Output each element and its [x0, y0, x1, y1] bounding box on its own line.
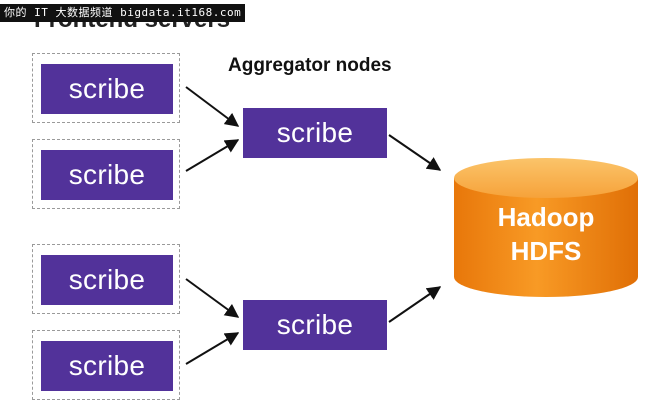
frontend-scribe-box-2: scribe	[41, 150, 173, 200]
arrow-frontend-2-to-aggregator-2-node-1	[185, 139, 240, 172]
hdfs-label-line2: HDFS	[510, 236, 582, 266]
aggregator-nodes-title: Aggregator nodes	[228, 55, 392, 76]
arrow-frontend-1-to-aggregator-1	[185, 86, 240, 127]
arrow-aggregator-2-to-hdfs	[388, 286, 442, 323]
frontend-server-4: scribe	[32, 330, 180, 400]
aggregator-scribe-box-2: scribe	[243, 300, 387, 350]
arrow-frontend-3-to-aggregator-2	[185, 278, 240, 318]
watermark: 你的 IT 大数据频道 bigdata.it168.com	[0, 4, 246, 22]
hdfs-cylinder-top	[454, 158, 638, 198]
aggregator-scribe-box-1: scribe	[243, 108, 387, 158]
frontend-server-2: scribe	[32, 139, 180, 209]
frontend-server-3: scribe	[32, 244, 180, 314]
hdfs-label-line1: Hadoop	[497, 202, 595, 232]
hdfs-label: Hadoop HDFS	[452, 200, 640, 268]
hdfs-cylinder-body	[454, 178, 638, 297]
arrow-aggregator-1-to-hdfs	[388, 134, 442, 171]
hdfs-cylinder	[454, 158, 638, 297]
frontend-scribe-box-3: scribe	[41, 255, 173, 305]
frontend-server-1: scribe	[32, 53, 180, 123]
frontend-scribe-box-4: scribe	[41, 341, 173, 391]
frontend-scribe-box-1: scribe	[41, 64, 173, 114]
arrow-frontend-4-to-aggregator-2	[185, 332, 240, 365]
